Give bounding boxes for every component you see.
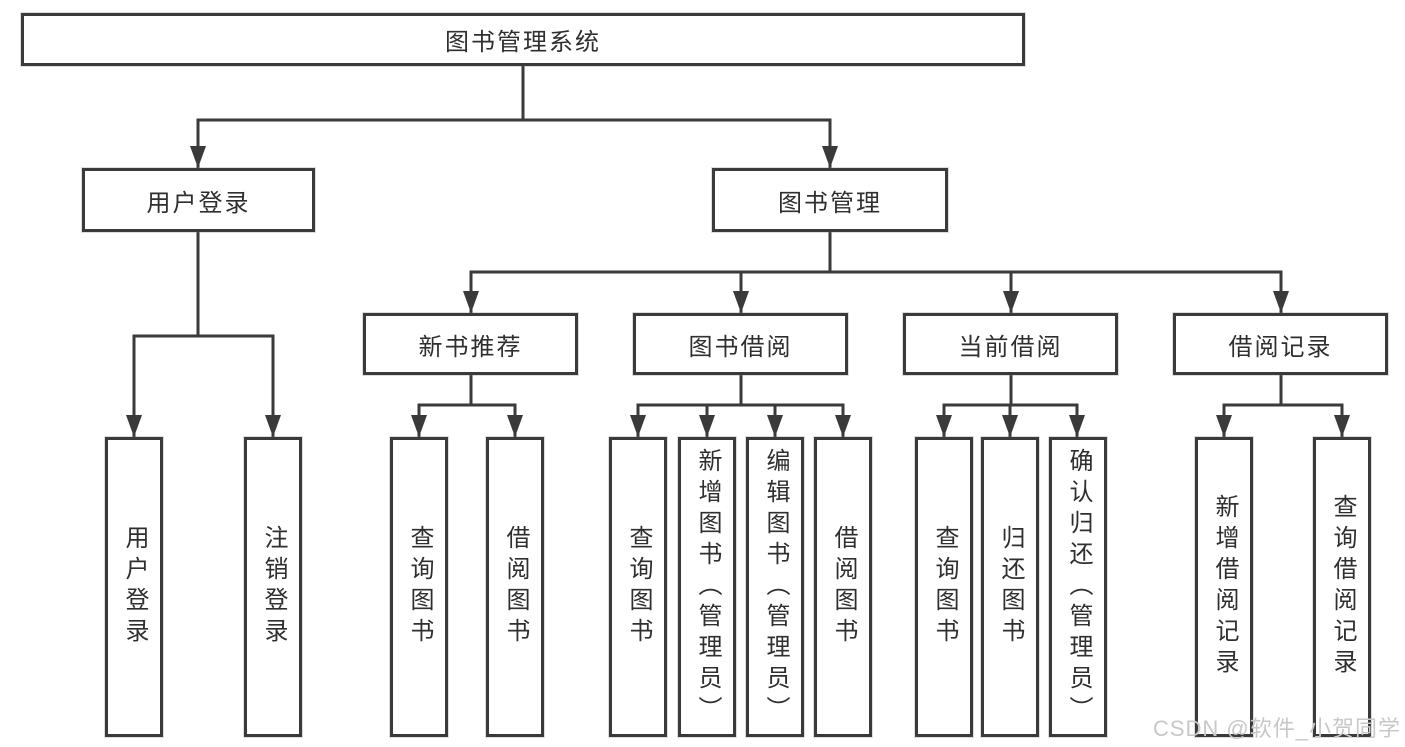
- leaf-rec-borrow-books-label: 借阅图书: [502, 525, 529, 649]
- node-new-book-recommend: 新书推荐: [363, 313, 578, 375]
- node-new-book-recommend-label: 新书推荐: [418, 333, 523, 361]
- node-current-borrow: 当前借阅: [903, 313, 1118, 375]
- leaf-confirm-return-admin: 确认归还（管理员）: [1049, 437, 1107, 737]
- csdn-watermark: CSDN @软件_小贺同学: [1152, 716, 1401, 741]
- connector-bookborrow-children: [636, 375, 845, 437]
- leaf-add-book-admin-label: 新增图书（管理员）: [694, 447, 721, 727]
- node-root-label: 图书管理系统: [445, 29, 601, 56]
- node-book-management: 图书管理: [712, 168, 948, 232]
- connector-bookmgmt-bus: [469, 232, 1283, 313]
- leaf-query-borrow-record-label: 查询借阅记录: [1329, 494, 1356, 680]
- node-book-management-label: 图书管理: [778, 189, 882, 217]
- node-user-login: 用户登录: [82, 168, 315, 232]
- leaf-borrow-books-label: 借阅图书: [830, 525, 857, 649]
- leaf-edit-book-admin-label: 编辑图书（管理员）: [762, 447, 789, 727]
- leaf-return-book-label: 归还图书: [997, 525, 1024, 649]
- leaf-user-login-label: 用户登录: [121, 525, 148, 649]
- leaf-logout: 注销登录: [244, 437, 302, 737]
- leaf-confirm-return-admin-label: 确认归还（管理员）: [1065, 447, 1092, 727]
- node-user-login-label: 用户登录: [146, 189, 251, 217]
- leaf-borrow-books: 借阅图书: [814, 437, 872, 737]
- connector-level2-bus: [196, 118, 832, 168]
- arrowheads: [126, 146, 1350, 437]
- leaf-rec-query-books: 查询图书: [390, 437, 448, 737]
- connector-records-children: [1222, 375, 1344, 437]
- leaf-add-book-admin: 新增图书（管理员）: [678, 437, 736, 737]
- leaf-edit-book-admin: 编辑图书（管理员）: [746, 437, 804, 737]
- leaf-current-query-books: 查询图书: [915, 437, 973, 737]
- node-root: 图书管理系统: [21, 13, 1025, 66]
- leaf-current-query-books-label: 查询图书: [931, 525, 958, 649]
- leaf-add-borrow-record: 新增借阅记录: [1195, 437, 1253, 737]
- node-book-borrow-label: 图书借阅: [688, 333, 793, 361]
- connector-newbook-children: [417, 375, 517, 437]
- leaf-add-borrow-record-label: 新增借阅记录: [1211, 494, 1238, 680]
- leaf-logout-label: 注销登录: [260, 525, 287, 649]
- leaf-borrow-query-books: 查询图书: [609, 437, 667, 737]
- node-current-borrow-label: 当前借阅: [958, 333, 1063, 361]
- leaf-user-login: 用户登录: [105, 437, 163, 737]
- leaf-rec-borrow-books: 借阅图书: [486, 437, 544, 737]
- node-borrow-records-label: 借阅记录: [1228, 333, 1333, 361]
- leaf-borrow-query-books-label: 查询图书: [625, 525, 652, 649]
- leaf-return-book: 归还图书: [981, 437, 1039, 737]
- leaf-rec-query-books-label: 查询图书: [406, 525, 433, 649]
- node-borrow-records: 借阅记录: [1173, 313, 1388, 375]
- connector-userlogin-children: [132, 232, 275, 437]
- node-book-borrow: 图书借阅: [633, 313, 848, 375]
- leaf-query-borrow-record: 查询借阅记录: [1313, 437, 1371, 737]
